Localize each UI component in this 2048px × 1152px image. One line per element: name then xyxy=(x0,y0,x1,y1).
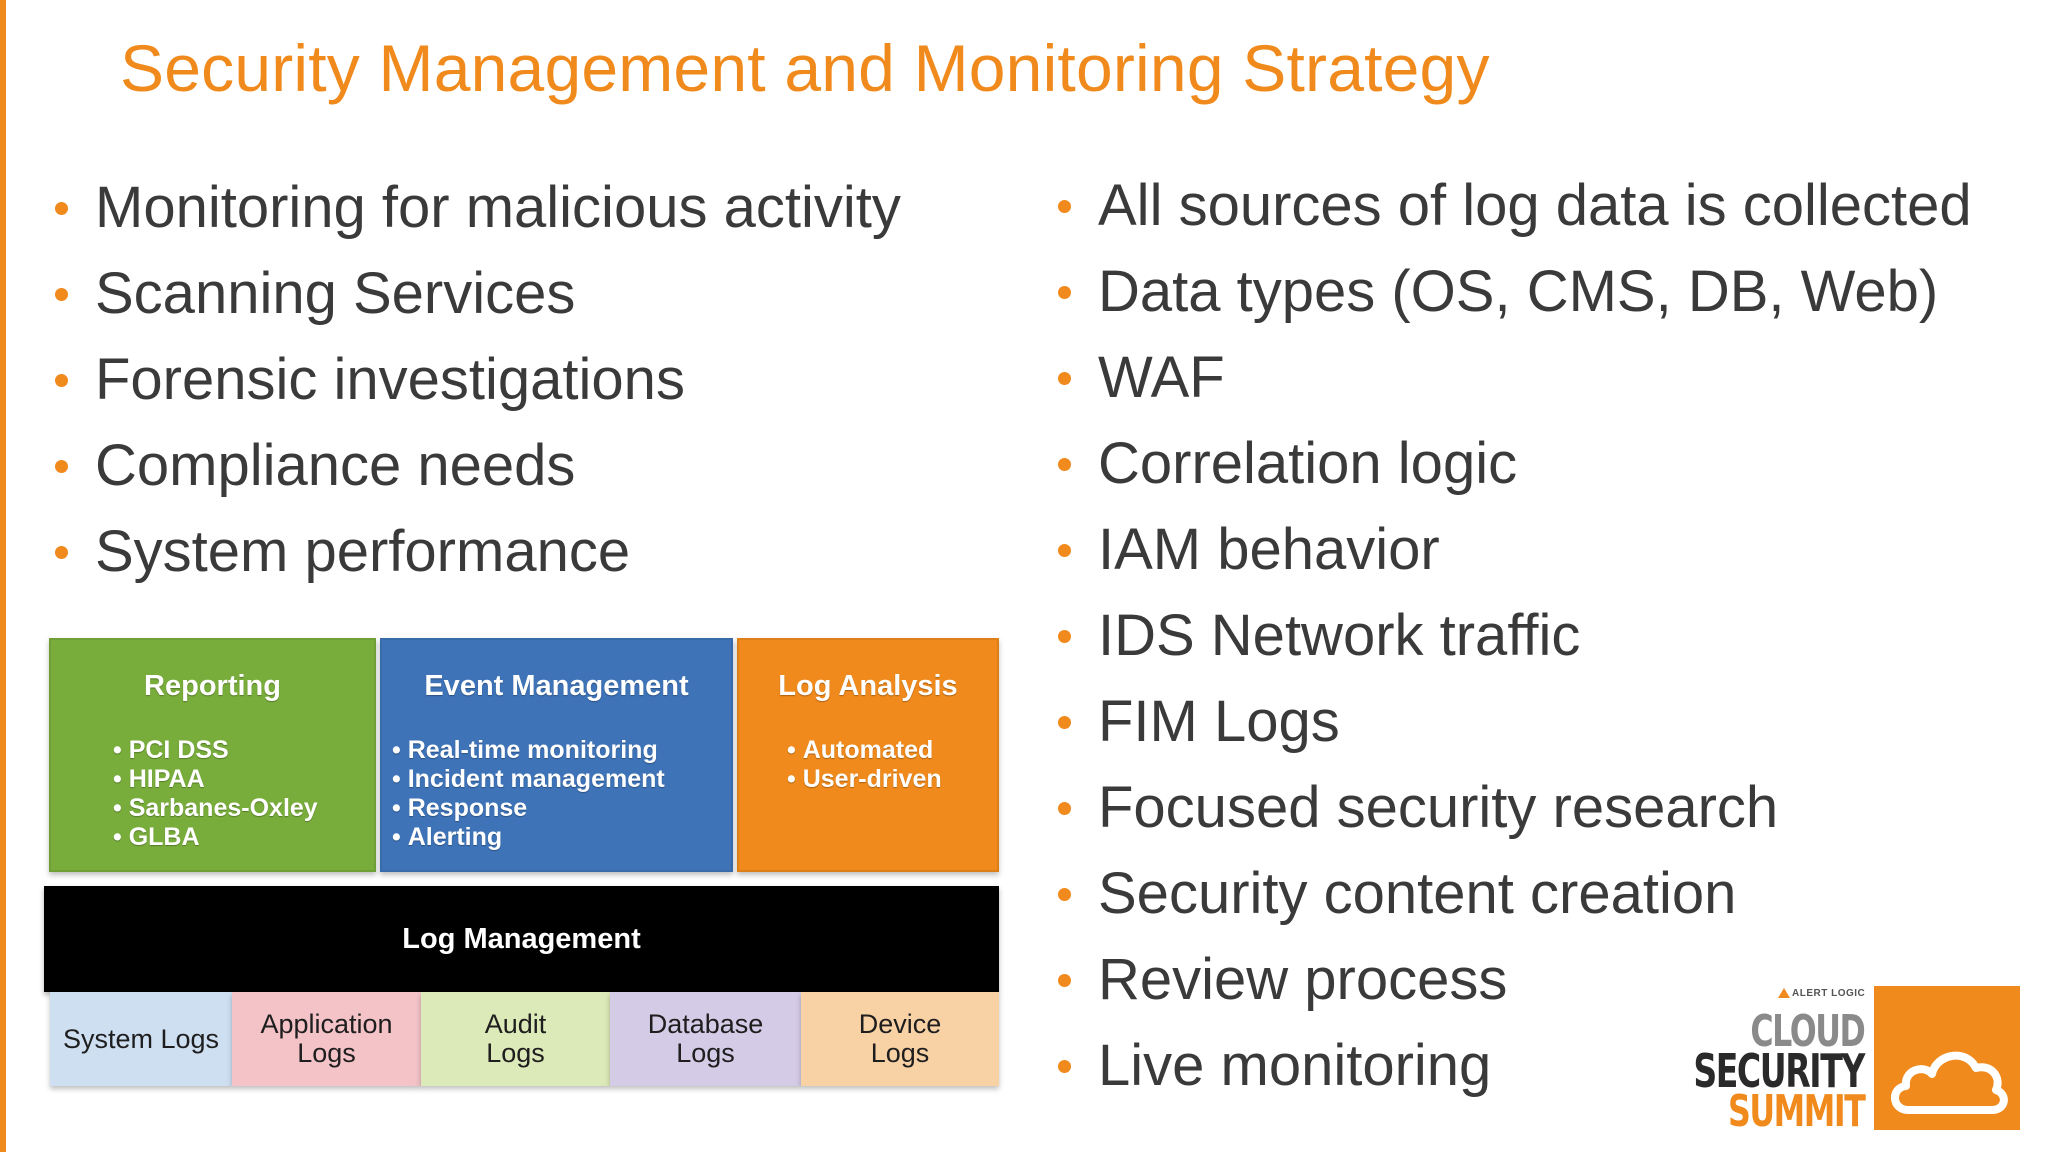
bullet-item: Scanning Services xyxy=(55,251,901,337)
bullet-dot-icon xyxy=(1058,458,1071,471)
log-analysis-item: Automated xyxy=(787,736,942,765)
database-logs-label-line2: Logs xyxy=(676,1038,735,1068)
event-management-list: Real-time monitoring Incident management… xyxy=(392,736,665,852)
left-accent-rule xyxy=(0,0,6,1152)
logo-line-summit: SUMMIT xyxy=(1727,1086,1866,1137)
event-management-item: Real-time monitoring xyxy=(392,736,665,765)
bullet-item: Forensic investigations xyxy=(55,337,901,423)
application-logs-label-line2: Logs xyxy=(297,1038,356,1068)
bullet-text: Monitoring for malicious activity xyxy=(95,175,901,240)
bullet-item: Correlation logic xyxy=(1058,421,1972,507)
bullet-dot-icon xyxy=(55,460,68,473)
bullet-text: System performance xyxy=(95,519,631,584)
bullet-dot-icon xyxy=(1058,544,1071,557)
bullet-dot-icon xyxy=(1058,286,1071,299)
application-logs-cell: Application Logs xyxy=(232,992,421,1086)
bullet-text: IDS Network traffic xyxy=(1098,603,1581,668)
system-logs-cell: System Logs xyxy=(50,992,232,1086)
bullet-text: Focused security research xyxy=(1098,775,1779,840)
bullet-dot-icon xyxy=(1058,716,1071,729)
bullet-text: Correlation logic xyxy=(1098,431,1518,496)
database-logs-cell: Database Logs xyxy=(610,992,801,1086)
logo-line-security: SECURITY xyxy=(1693,1044,1865,1098)
reporting-box: Reporting PCI DSS HIPAA Sarbanes-Oxley G… xyxy=(49,638,376,872)
bullet-item: FIM Logs xyxy=(1058,679,1972,765)
bullet-dot-icon xyxy=(55,374,68,387)
bullet-text: WAF xyxy=(1098,345,1225,410)
bullet-text: FIM Logs xyxy=(1098,689,1340,754)
bullet-item: Compliance needs xyxy=(55,423,901,509)
bullet-item: Monitoring for malicious activity xyxy=(55,165,901,251)
bullet-text: Review process xyxy=(1098,947,1508,1012)
right-bullet-list: All sources of log data is collected Dat… xyxy=(1058,163,1972,1109)
audit-logs-label-line2: Logs xyxy=(486,1038,545,1068)
bullet-dot-icon xyxy=(1058,200,1071,213)
bullet-item: Data types (OS, CMS, DB, Web) xyxy=(1058,249,1972,335)
system-logs-label: System Logs xyxy=(62,1023,220,1054)
reporting-item: GLBA xyxy=(113,823,318,852)
bullet-item: Review process xyxy=(1058,937,1972,1023)
device-logs-cell: Device Logs xyxy=(801,992,999,1086)
reporting-item: PCI DSS xyxy=(113,736,318,765)
bullet-item: IDS Network traffic xyxy=(1058,593,1972,679)
database-logs-label-line1: Database xyxy=(647,1009,764,1039)
bullet-text: Forensic investigations xyxy=(95,347,685,412)
bullet-dot-icon xyxy=(1058,888,1071,901)
cloud-security-summit-logo: ALERT LOGIC CLOUD SECURITY SUMMIT xyxy=(1693,982,2020,1137)
bullet-dot-icon xyxy=(55,288,68,301)
bullet-dot-icon xyxy=(1058,1060,1071,1073)
application-logs-label-line1: Application xyxy=(260,1009,393,1039)
log-analysis-title: Log Analysis xyxy=(778,670,958,702)
bullet-dot-icon xyxy=(55,202,68,215)
slide-title: Security Management and Monitoring Strat… xyxy=(120,31,1490,105)
bullet-item: WAF xyxy=(1058,335,1972,421)
device-logs-label-line1: Device xyxy=(858,1009,942,1039)
event-management-item: Response xyxy=(392,794,665,823)
bullet-dot-icon xyxy=(1058,630,1071,643)
reporting-title: Reporting xyxy=(144,670,281,702)
bullet-item: All sources of log data is collected xyxy=(1058,163,1972,249)
bullet-text: Compliance needs xyxy=(95,433,576,498)
bullet-text: Live monitoring xyxy=(1098,1033,1492,1098)
bullet-item: Security content creation xyxy=(1058,851,1972,937)
device-logs-label-line2: Logs xyxy=(870,1038,930,1068)
reporting-item: HIPAA xyxy=(113,765,318,794)
bullet-item: IAM behavior xyxy=(1058,507,1972,593)
bullet-item: System performance xyxy=(55,509,901,595)
audit-logs-label-line1: Audit xyxy=(484,1009,547,1039)
event-management-item: Incident management xyxy=(392,765,665,794)
bullet-dot-icon xyxy=(1058,372,1071,385)
audit-logs-cell: Audit Logs xyxy=(421,992,610,1086)
bullet-text: Scanning Services xyxy=(95,261,576,326)
log-analysis-item: User-driven xyxy=(787,765,942,794)
bullet-dot-icon xyxy=(55,546,68,559)
event-management-item: Alerting xyxy=(392,823,665,852)
cloud-icon xyxy=(1891,1051,2008,1114)
bullet-text: IAM behavior xyxy=(1098,517,1440,582)
bullet-item: Focused security research xyxy=(1058,765,1972,851)
bullet-text: Security content creation xyxy=(1098,861,1737,926)
left-bullet-list: Monitoring for malicious activity Scanni… xyxy=(55,165,901,595)
bullet-item: Live monitoring xyxy=(1058,1023,1972,1109)
alert-logic-mark-icon xyxy=(1778,988,1790,998)
log-analysis-box: Log Analysis Automated User-driven xyxy=(737,638,999,872)
logo-brand-text: ALERT LOGIC xyxy=(1792,988,1866,999)
bullet-dot-icon xyxy=(1058,974,1071,987)
bullet-dot-icon xyxy=(1058,802,1071,815)
event-management-box: Event Management Real-time monitoring In… xyxy=(380,638,733,872)
log-analysis-list: Automated User-driven xyxy=(787,736,942,794)
bullet-text: Data types (OS, CMS, DB, Web) xyxy=(1098,259,1939,324)
bullet-text: All sources of log data is collected xyxy=(1098,173,1972,238)
reporting-list: PCI DSS HIPAA Sarbanes-Oxley GLBA xyxy=(113,736,318,852)
reporting-item: Sarbanes-Oxley xyxy=(113,794,318,823)
log-management-diagram: Reporting PCI DSS HIPAA Sarbanes-Oxley G… xyxy=(44,634,1004,1094)
logo-line-cloud: CLOUD xyxy=(1749,1006,1866,1057)
event-management-title: Event Management xyxy=(424,670,689,702)
log-management-bar: Log Management xyxy=(44,886,999,992)
